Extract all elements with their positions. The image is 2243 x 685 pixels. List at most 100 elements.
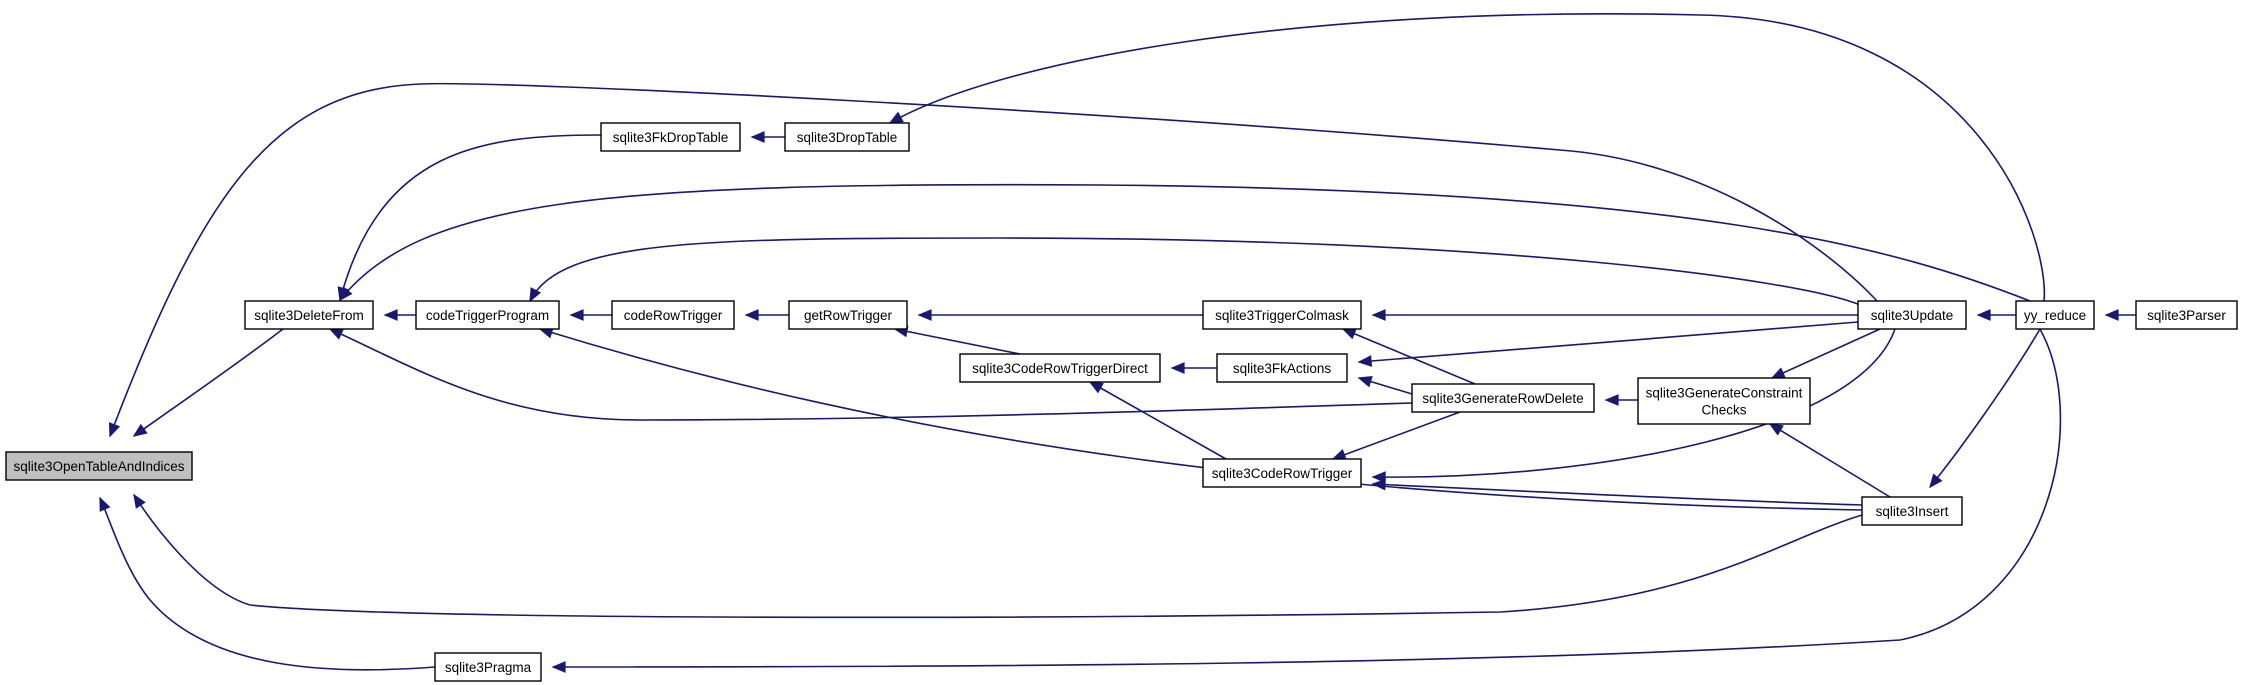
edge-pragma-to-openTable (99, 496, 436, 671)
edge-fkActions-to-codeRowTriggerDirect (1170, 362, 1217, 374)
edge-line (339, 134, 602, 301)
arrowhead (1371, 309, 1386, 321)
node-label: sqlite3GenerateRowDelete (1422, 391, 1583, 406)
arrowhead (744, 309, 759, 321)
node-label: sqlite3OpenTableAndIndices (13, 459, 184, 474)
arrowhead (1929, 473, 1943, 489)
node-label: sqlite3DeleteFrom (254, 308, 364, 323)
edge-line (1358, 321, 1859, 363)
edge-line (329, 328, 1413, 421)
node-update[interactable]: sqlite3Update (1857, 300, 1967, 330)
node-openTable[interactable]: sqlite3OpenTableAndIndices (5, 451, 193, 481)
edge-generateRowDelete-to-triggerColmask (1341, 328, 1476, 385)
edge-line (1771, 328, 1881, 379)
node-insert[interactable]: sqlite3Insert (1861, 496, 1963, 526)
edge-generateRowDelete-to-sqlCodeRowTrigger (1331, 411, 1461, 461)
node-triggerColmask[interactable]: sqlite3TriggerColmask (1202, 300, 1362, 330)
edge-yyReduce-to-dropTable (888, 13, 2046, 302)
node-dropTable[interactable]: sqlite3DropTable (784, 122, 910, 152)
arrowhead (339, 286, 353, 302)
arrowhead (1357, 376, 1373, 388)
edge-fkDropTable-to-deleteFrom (337, 134, 602, 302)
edge-parser-to-yyReduce (2104, 309, 2136, 321)
arrowhead (108, 422, 121, 438)
node-pragma[interactable]: sqlite3Pragma (434, 652, 542, 682)
edge-line (1769, 423, 1891, 498)
arrowhead (383, 309, 398, 321)
node-label: sqlite3FkDropTable (613, 130, 729, 145)
arrowhead (1371, 478, 1386, 491)
node-box (784, 122, 910, 152)
node-box (1202, 300, 1362, 330)
edge-triggerColmask-to-getRowTrigger (917, 309, 1203, 321)
arrowhead (917, 309, 932, 321)
node-label: getRowTrigger (804, 308, 893, 323)
edge-generateRowDelete-to-fkActions (1357, 376, 1413, 395)
node-yyReduce[interactable]: yy_reduce (2015, 300, 2095, 330)
node-box (959, 353, 1161, 383)
node-box (2135, 300, 2238, 330)
node-box (5, 451, 193, 481)
edge-line (894, 328, 1021, 355)
node-box (1861, 496, 1963, 526)
node-label: sqlite3Update (1871, 308, 1954, 323)
edge-generateConstraint-to-generateRowDelete (1604, 394, 1638, 406)
node-parser[interactable]: sqlite3Parser (2135, 300, 2238, 330)
node-fkDropTable[interactable]: sqlite3FkDropTable (600, 122, 741, 152)
edge-line (529, 237, 1861, 306)
node-codeRowTrigger[interactable]: codeRowTrigger (611, 300, 735, 330)
node-label: sqlite3TriggerColmask (1215, 308, 1349, 323)
edge-codeRowTrigger-to-codeTriggerProgram (569, 309, 612, 321)
arrowhead (132, 423, 148, 437)
edge-line (109, 82, 1878, 437)
edge-line (1929, 328, 2041, 488)
edge-insert-to-sqlCodeRowTrigger (1371, 478, 1863, 506)
node-sqlCodeRowTrigger[interactable]: sqlite3CodeRowTrigger (1202, 458, 1362, 488)
arrowhead (1604, 394, 1619, 406)
node-box (788, 300, 908, 330)
node-box (1202, 458, 1362, 488)
arrowhead (529, 287, 542, 303)
node-label: codeRowTrigger (624, 308, 723, 323)
node-label: sqlite3CodeRowTriggerDirect (972, 361, 1148, 376)
arrowhead (888, 111, 904, 124)
node-getRowTrigger[interactable]: getRowTrigger (788, 300, 908, 330)
node-generateRowDelete[interactable]: sqlite3GenerateRowDelete (1411, 383, 1595, 413)
arrowhead (1088, 381, 1104, 394)
node-label: sqlite3FkActions (1233, 361, 1332, 376)
node-label: sqlite3Insert (1876, 504, 1949, 519)
edge-update-to-fkActions (1357, 321, 1859, 367)
node-box (415, 300, 560, 330)
arrowhead (1768, 423, 1784, 436)
node-box (611, 300, 735, 330)
arrowhead (750, 131, 765, 143)
edge-insert-to-openTable (133, 493, 1863, 619)
arrowhead (1770, 367, 1786, 379)
edge-line (99, 497, 436, 671)
node-codeTriggerProgram[interactable]: codeTriggerProgram (415, 300, 560, 330)
edge-getRowTrigger-to-codeRowTrigger (744, 309, 789, 321)
edge-line (1342, 328, 1476, 385)
edge-line (539, 328, 1863, 511)
edge-line (133, 494, 1863, 619)
edge-dropTable-to-fkDropTable (750, 131, 785, 143)
node-fkActions[interactable]: sqlite3FkActions (1216, 353, 1348, 383)
edges-layer (99, 13, 2136, 673)
node-deleteFrom[interactable]: sqlite3DeleteFrom (244, 300, 374, 330)
arrowhead (1331, 449, 1347, 461)
node-codeRowTriggerDirect[interactable]: sqlite3CodeRowTriggerDirect (959, 353, 1161, 383)
edge-update-to-sqlCodeRowTrigger (1371, 328, 1896, 484)
node-box (1411, 383, 1595, 413)
edge-update-to-triggerColmask (1371, 309, 1858, 321)
node-label: sqlite3Pragma (445, 660, 532, 675)
arrowhead (133, 493, 146, 509)
edge-line (1372, 328, 1896, 478)
node-box (1857, 300, 1967, 330)
edge-line (339, 183, 2031, 302)
edge-line (552, 328, 2062, 668)
edge-deleteFrom-to-openTable (132, 328, 284, 437)
node-box (2015, 300, 2095, 330)
node-box (600, 122, 741, 152)
